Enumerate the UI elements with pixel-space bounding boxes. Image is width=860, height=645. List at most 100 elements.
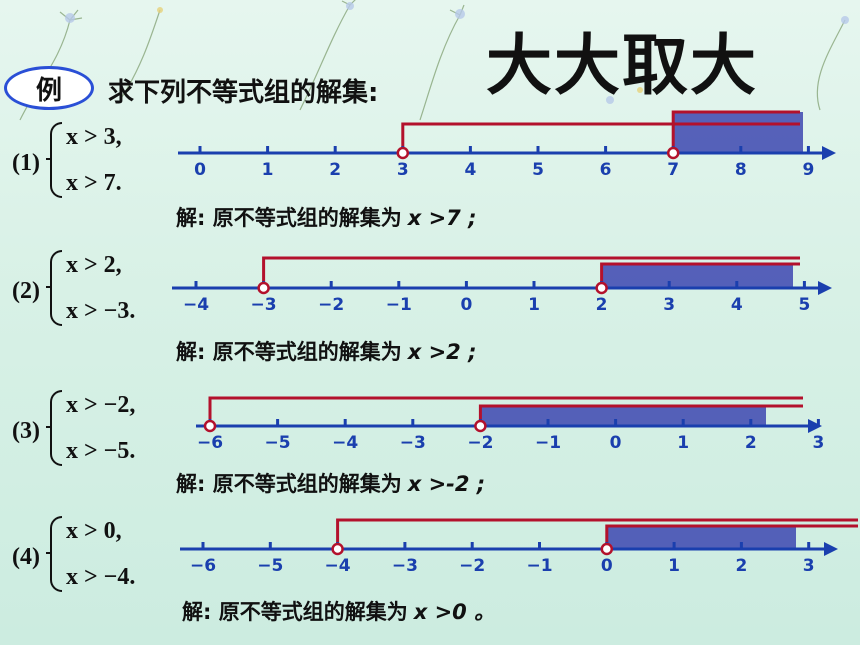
tick-label: 5 [798,295,810,315]
tick-label: 4 [464,160,476,180]
bound-bracket-b [671,110,800,153]
page-title: 大大取大 [486,27,758,104]
system-label: (4) [12,544,40,570]
solution-region [480,406,766,426]
tick-label: −1 [526,556,552,576]
answer-value: x >2 ; [407,340,477,364]
tick-label: −3 [400,433,426,453]
bound-bracket-a [262,256,800,288]
inequality-system-1: (1) x > 3, x > 7. [12,122,182,212]
axis-arrow [822,146,836,160]
answer-text: 解: 原不等式组的解集为 [176,472,402,496]
inequality-2: x > −4. [66,564,136,590]
tick-label: 8 [735,160,747,180]
open-point-b [474,419,487,433]
axis-arrow [818,281,832,295]
tick-label: 1 [262,160,274,180]
inequality-2: x > −5. [66,438,136,464]
tick-label: 0 [460,295,472,315]
brace-tip [46,158,52,160]
tick-label: −1 [386,295,412,315]
inequality-1: x > −2, [66,392,136,418]
tick-label: 2 [596,295,608,315]
tick-label: 3 [663,295,675,315]
tick-label: 7 [667,160,679,180]
answer-value: x >0 。 [413,600,496,624]
solution-region [606,526,796,549]
tick-label: −5 [257,556,283,576]
tick-label: 2 [735,556,747,576]
tick-label: 2 [329,160,341,180]
tick-label: −3 [392,556,418,576]
tick-label: −6 [197,433,223,453]
answer-value: x >-2 ; [407,472,486,496]
bound-bracket-b [600,262,800,288]
bound-bracket-a [336,518,858,549]
open-point-b [666,146,680,160]
tick-label: 0 [194,160,206,180]
inequality-2: x > −3. [66,298,136,324]
tick-label: −2 [318,295,344,315]
tick-label: 5 [532,160,544,180]
open-point-a [203,419,217,433]
tick-label: −4 [183,295,209,315]
example-label: 例 [35,75,62,106]
tick-label: 1 [677,433,689,453]
tick-label: 3 [812,433,824,453]
answer-text: 解: 原不等式组的解集为 [176,206,402,230]
system-label: (3) [12,418,40,444]
axis-arrow [824,542,838,556]
open-point-a [257,281,270,295]
brace-tip [46,552,52,554]
tick-label: 4 [731,295,743,315]
open-point-a [396,146,410,160]
answer-value: x >7 ; [407,206,477,230]
tick-label: 6 [600,160,612,180]
inequality-1: x > 3, [66,124,122,150]
problem-prompt: 求下列不等式组的解集: [108,78,379,108]
open-point-b [595,281,608,295]
tick-label: 1 [528,295,540,315]
brace-tip [46,286,52,288]
system-label: (2) [12,278,40,304]
tick-label: 0 [601,556,613,576]
tick-label: 9 [802,160,814,180]
tick-label: 1 [668,556,680,576]
bound-bracket-a [208,396,803,426]
tick-label: −4 [325,556,351,576]
system-label: (1) [12,150,40,176]
inequality-1: x > 0, [66,518,122,544]
tick-label: −4 [332,433,358,453]
axis-arrow [808,419,822,433]
answer-text: 解: 原不等式组的解集为 [182,600,408,624]
inequality-system-4: (4) x > 0, x > −4. [12,516,182,606]
inequality-2: x > 7. [66,170,122,196]
solution-region [601,264,793,288]
brace-tip [46,426,52,428]
bound-bracket-a [401,122,800,153]
open-point-a [331,542,344,556]
tick-label: −2 [467,433,493,453]
inequality-system-2: (2) x > 2, x > −3. [12,250,182,340]
tick-label: −1 [535,433,561,453]
tick-label: 3 [803,556,815,576]
solution-region [673,112,803,153]
open-point-b [600,542,614,556]
tick-label: 0 [610,433,622,453]
inequality-system-3: (3) x > −2, x > −5. [12,390,182,480]
answer-text: 解: 原不等式组的解集为 [176,340,402,364]
tick-label: 3 [397,160,409,180]
bound-bracket-b [605,524,858,549]
tick-label: −5 [265,433,291,453]
tick-label: −2 [459,556,485,576]
tick-label: 2 [745,433,757,453]
inequality-1: x > 2, [66,252,122,278]
tick-label: −3 [251,295,277,315]
example-badge: 例 [4,66,94,110]
tick-label: −6 [190,556,216,576]
